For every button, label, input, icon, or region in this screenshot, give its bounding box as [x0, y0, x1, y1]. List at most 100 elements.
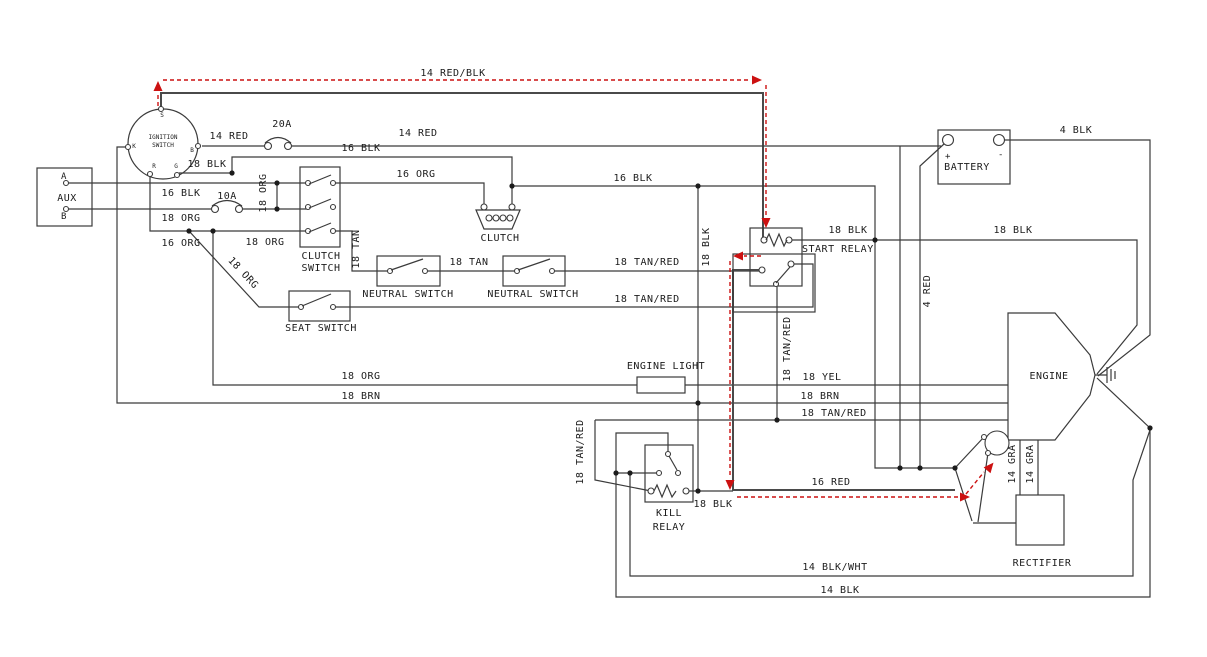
wire-label-14-blk: 14 BLK [820, 585, 859, 596]
wire-label-18-yel: 18 YEL [802, 372, 841, 383]
wire-label-14-gra-1: 14 GRA [1007, 444, 1018, 483]
trace-arrow-right-starter-icon [960, 492, 970, 502]
ignition-switch-label-2: SWITCH [152, 142, 174, 149]
wire-18-org-light [212, 231, 637, 386]
battery [937, 129, 1011, 185]
kill-relay-label-1: KILL [656, 508, 682, 519]
wire-starter-2 [977, 452, 989, 523]
ignition-terminal-b: B [190, 147, 194, 154]
wire-label-18-org-aux: 18 ORG [161, 213, 200, 224]
wire-4-red [919, 143, 945, 468]
ignition-switch [124, 105, 202, 180]
seat-switch [288, 290, 351, 322]
wire-label-18-tan: 18 TAN [449, 257, 488, 268]
trace-arrow-diagonal-icon [983, 462, 994, 474]
wire-18-org-seat [188, 230, 301, 308]
wire-label-18-blk-vert: 18 BLK [701, 227, 712, 266]
wire-16-org-row [149, 177, 308, 232]
wire-18-tanred-2 [336, 263, 814, 308]
clutch-coil [475, 203, 521, 230]
aux-terminal-a-pin [62, 179, 70, 187]
wire-label-14-gra-2: 14 GRA [1025, 444, 1036, 483]
ground-symbol [1095, 367, 1116, 383]
battery-label: BATTERY [944, 162, 990, 173]
wire-label-18-blk-engine: 18 BLK [993, 225, 1032, 236]
wire-14-blk-wht [629, 429, 1151, 577]
wire-label-18-org-light: 18 ORG [341, 371, 380, 382]
wire-18-brn [116, 146, 1008, 404]
aux-connector [36, 167, 93, 227]
wire-label-18-org-riser: 18 ORG [258, 173, 269, 212]
kill-relay [644, 444, 694, 503]
clutch-label: CLUTCH [480, 233, 519, 244]
aux-terminal-a: A [61, 172, 67, 182]
neutral-switch-1 [376, 255, 441, 287]
battery-minus: - [998, 150, 1004, 160]
fuse-label-10a: 10A [217, 191, 237, 202]
trace-arrow-down-relay-icon [761, 218, 771, 228]
wire-label-18-tanred-kill: 18 TAN/RED [575, 419, 586, 484]
ignition-terminal-s: S [160, 112, 164, 119]
wire-16-red [732, 269, 955, 491]
wire-label-18-blk-relay: 18 BLK [828, 225, 867, 236]
wire-label-16-org-row: 16 ORG [161, 238, 200, 249]
wire-label-18-brn-left: 18 BRN [341, 391, 380, 402]
wire-label-16-org-clutch: 16 ORG [396, 169, 435, 180]
ignition-switch-label-1: IGNITION [149, 134, 178, 141]
neutral-switch-1-label: NEUTRAL SWITCH [362, 289, 453, 300]
wire-label-16-blk-right: 16 BLK [613, 173, 652, 184]
highlight-trace-path [153, 75, 994, 502]
ignition-terminal-k: K [132, 143, 136, 150]
fuse-label-20a: 20A [272, 119, 292, 130]
wire-label-4-red: 4 RED [922, 275, 933, 308]
clutch-switch [299, 166, 341, 248]
fuse-10a [210, 199, 244, 214]
wire-label-18-tanred-vert: 18 TAN/RED [782, 316, 793, 381]
wire-18-tan-1 [333, 230, 387, 272]
wire-label-18-blk-ign: 18 BLK [187, 159, 226, 170]
wire-label-4-blk: 4 BLK [1060, 125, 1093, 136]
wire-18-tanred-kill [594, 420, 652, 492]
wire-16-blk-top [179, 156, 513, 204]
trace-arrow-up-icon [153, 81, 163, 91]
start-relay-label: START RELAY [802, 244, 874, 255]
clutch-switch-label-1: CLUTCH [301, 251, 340, 262]
wire-16-org-clutch [333, 182, 485, 204]
wire-label-18-tan-riser: 18 TAN [351, 229, 362, 268]
aux-terminal-b: B [61, 212, 67, 222]
fuse-20a [263, 136, 293, 151]
battery-plus: + [945, 152, 951, 162]
ignition-terminal-r: R [152, 163, 156, 170]
wire-label-16-red: 16 RED [811, 477, 850, 488]
wire-label-18-org-row: 18 ORG [245, 237, 284, 248]
kill-relay-label-2: RELAY [653, 522, 686, 533]
wire-label-18-tanred-1: 18 TAN/RED [614, 257, 679, 268]
aux-terminal-b-pin [62, 205, 70, 213]
engine-light-label: ENGINE LIGHT [627, 361, 705, 372]
wire-label-16-blk-aux: 16 BLK [161, 188, 200, 199]
wire-4-blk [1004, 139, 1151, 377]
engine-light [636, 376, 686, 394]
engine-label: ENGINE [1029, 371, 1068, 382]
neutral-switch-2 [502, 255, 566, 287]
start-relay [732, 227, 816, 313]
engine [1007, 312, 1096, 441]
clutch-switch-label-2: SWITCH [301, 263, 340, 274]
junction-dots [186, 170, 1153, 494]
wire-label-14-red-blk: 14 RED/BLK [420, 68, 485, 79]
wire-14-red-blk [160, 92, 764, 237]
wire-label-16-blk-top: 16 BLK [341, 143, 380, 154]
wire-engine-ground-down [1096, 377, 1151, 429]
battery-positive-terminal [941, 133, 955, 147]
wire-label-14-blk-wht: 14 BLK/WHT [802, 562, 867, 573]
wire-label-18-brn-right: 18 BRN [800, 391, 839, 402]
wire-label-18-tanred-3: 18 TAN/RED [801, 408, 866, 419]
wire-14-blk [615, 428, 1151, 598]
rectifier [1015, 494, 1065, 546]
wire-label-18-blk-kill: 18 BLK [693, 499, 732, 510]
wire-label-14-red-1: 14 RED [209, 131, 248, 142]
neutral-switch-2-label: NEUTRAL SWITCH [487, 289, 578, 300]
trace-arrow-right-icon [752, 75, 762, 85]
